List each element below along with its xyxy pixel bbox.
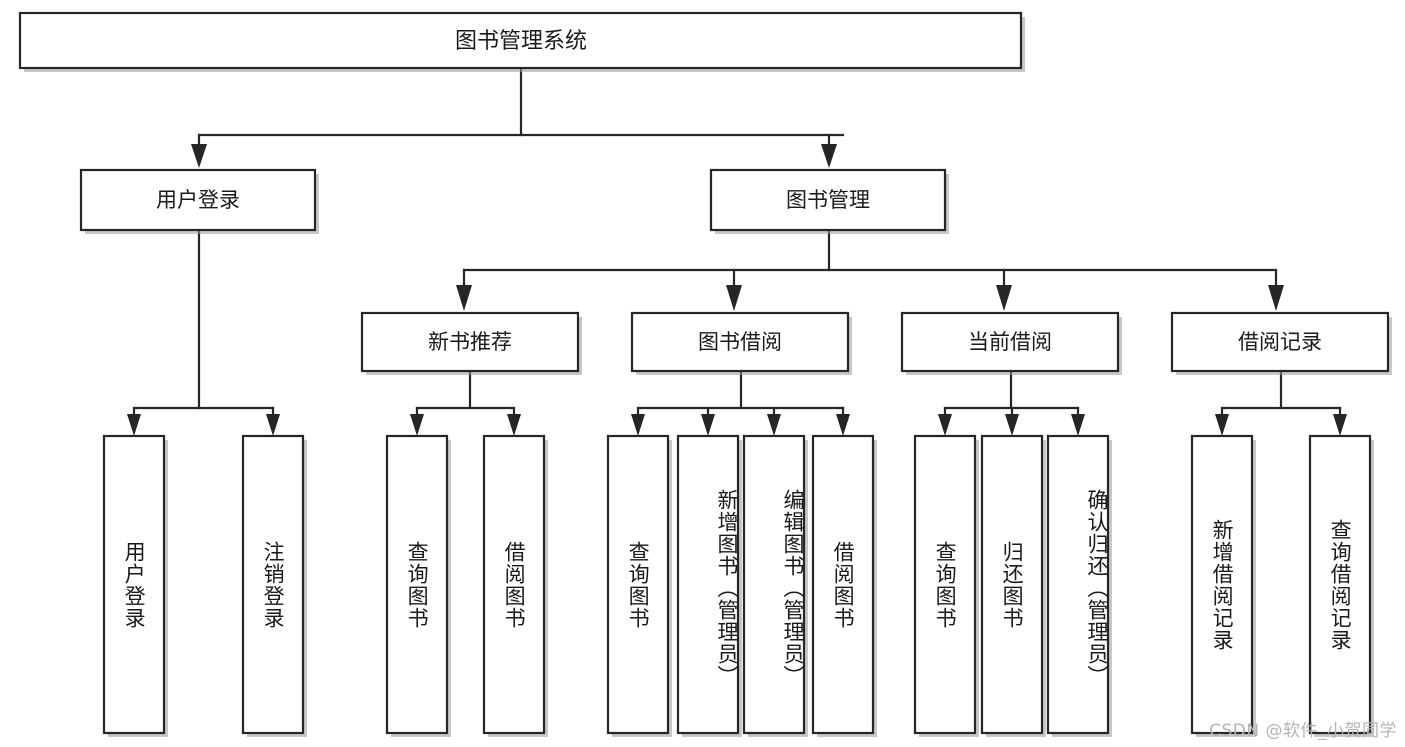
node-book-management[interactable]: 图书管理 [709, 168, 949, 234]
book-management-box[interactable] [709, 168, 947, 232]
node-borrow-record[interactable]: 借阅记录 [1170, 311, 1392, 375]
arrow-cb-to-leaf-2 [1005, 414, 1019, 436]
current-borrow-label: 当前借阅 [968, 330, 1052, 354]
leaf-box-cb-1[interactable] [913, 434, 977, 735]
new-book-recommend-label: 新书推荐 [428, 330, 512, 354]
connector-group-borrow-record [1215, 371, 1347, 436]
arrow-nb-to-leaf-2 [507, 414, 521, 436]
user-login-box[interactable] [79, 168, 317, 232]
book-management-label: 图书管理 [786, 188, 870, 212]
root-label: 图书管理系统 [455, 29, 587, 54]
connector-group-user-login [127, 230, 280, 436]
leaf-box-br-1[interactable] [1190, 434, 1254, 735]
connector-group-new-book [410, 371, 521, 436]
leaf-box-nb-1[interactable] [385, 434, 449, 735]
arrow-br-to-leaf-2 [1333, 414, 1347, 436]
leaf-boxes-current-borrow [913, 434, 1112, 737]
leaf-box-br-2[interactable] [1308, 434, 1372, 735]
leaf-box-bb-4[interactable] [811, 434, 875, 735]
arrow-bb-to-leaf-4 [836, 414, 850, 436]
arrow-bm-to-new-book [456, 285, 472, 311]
root-box[interactable] [18, 11, 1023, 70]
leaf-boxes-new-book-recommend [385, 434, 548, 737]
leaf-box-ul-2[interactable] [241, 434, 305, 735]
leaf-box-bb-1[interactable] [606, 434, 670, 735]
csdn-watermark: CSDN @软件_小贺同学 [1209, 721, 1397, 741]
node-current-borrow[interactable]: 当前借阅 [900, 311, 1122, 375]
arrow-root-to-user-login [191, 144, 207, 168]
book-borrow-box[interactable] [630, 311, 850, 373]
node-root-book-management-system[interactable]: 图书管理系统 [18, 11, 1025, 72]
arrow-br-to-leaf-1 [1215, 414, 1229, 436]
leaf-box-cb-3[interactable] [1046, 434, 1110, 735]
connector-group-book-borrow [631, 371, 850, 436]
arrow-cb-to-leaf-1 [938, 414, 952, 436]
arrow-bm-to-borrow-record [1268, 285, 1284, 311]
arrow-bb-to-leaf-2 [701, 414, 715, 436]
arrow-bm-to-current-borrow [996, 285, 1012, 311]
user-login-label: 用户登录 [156, 188, 240, 212]
new-book-recommend-box[interactable] [360, 311, 580, 373]
leaf-box-bb-2[interactable] [676, 434, 740, 735]
leaf-boxes-user-login [102, 434, 307, 737]
borrow-record-label: 借阅记录 [1238, 330, 1322, 354]
leaf-boxes-book-borrow [606, 434, 877, 737]
arrow-ul-to-leaf-1 [127, 414, 141, 436]
arrow-bb-to-leaf-1 [631, 414, 645, 436]
node-book-borrow[interactable]: 图书借阅 [630, 311, 852, 375]
arrow-cb-to-leaf-3 [1071, 414, 1085, 436]
arrow-bb-to-leaf-3 [767, 414, 781, 436]
node-user-login[interactable]: 用户登录 [79, 168, 319, 234]
arrow-nb-to-leaf-1 [410, 414, 424, 436]
book-borrow-label: 图书借阅 [698, 330, 782, 354]
leaf-box-ul-1[interactable] [102, 434, 166, 735]
arrow-root-to-book-manage [821, 144, 837, 168]
current-borrow-box[interactable] [900, 311, 1120, 373]
connector-group-book-manage [456, 230, 1284, 311]
leaf-box-nb-2[interactable] [482, 434, 546, 735]
leaf-box-bb-3[interactable] [742, 434, 806, 735]
arrow-bm-to-book-borrow [726, 285, 742, 311]
arrow-ul-to-leaf-2 [266, 414, 280, 436]
leaf-box-cb-2[interactable] [980, 434, 1044, 735]
connector-group-root [191, 66, 845, 168]
leaf-boxes-borrow-record [1190, 434, 1374, 737]
borrow-record-box[interactable] [1170, 311, 1390, 373]
node-new-book-recommend[interactable]: 新书推荐 [360, 311, 582, 375]
connector-group-current-borrow [938, 371, 1085, 436]
